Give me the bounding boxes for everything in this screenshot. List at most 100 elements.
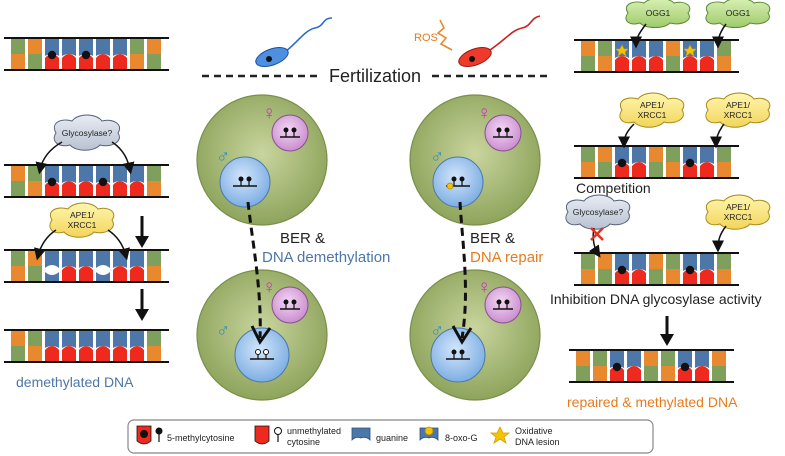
- caption-demethylated: demethylated DNA: [16, 374, 134, 390]
- base-bottom: [11, 266, 25, 281]
- base-cytosine: [130, 266, 144, 281]
- base-top: [147, 166, 161, 182]
- base-guanine: [113, 331, 127, 348]
- base-bottom: [28, 266, 42, 281]
- arrow-ogg1-a: [630, 23, 647, 49]
- base-top: [11, 39, 25, 55]
- base-cytosine: [649, 56, 663, 71]
- strand-right-2: [574, 145, 739, 179]
- base-top: [581, 41, 595, 57]
- base-guanine: [649, 41, 663, 58]
- ros-bolt: [436, 19, 453, 51]
- base-top: [593, 351, 607, 367]
- base-cytosine: [683, 269, 697, 284]
- arrow-ape1-right-c: [712, 225, 727, 253]
- base-cytosine: [62, 54, 76, 69]
- base-cytosine: [678, 366, 692, 381]
- base-guanine: [130, 251, 144, 268]
- base-guanine: [632, 41, 646, 58]
- arrow-left-head: [250, 325, 272, 345]
- base-guanine: [79, 331, 93, 348]
- base-bottom: [147, 266, 161, 281]
- base-guanine: [627, 351, 641, 368]
- base-bottom: [28, 181, 42, 196]
- base-cytosine: [113, 346, 127, 361]
- ape1-right-a-line1: APE1/: [640, 100, 665, 110]
- base-cytosine: [632, 269, 646, 284]
- ape1-right-b-line2: XRCC1: [724, 110, 753, 120]
- base-bottom: [649, 269, 663, 284]
- base-top: [644, 351, 658, 367]
- base-guanine: [113, 166, 127, 183]
- base-guanine: [632, 254, 646, 271]
- base-guanine: [678, 351, 692, 368]
- base-guanine: [62, 251, 76, 268]
- legend-guanine-icon: [351, 427, 371, 441]
- base-top: [28, 251, 42, 267]
- methyl-mark: [47, 177, 57, 187]
- base-bottom: [581, 56, 595, 71]
- ape1-right-bubble-b: APE1/ XRCC1: [705, 92, 771, 128]
- base-cytosine: [79, 266, 93, 281]
- base-cytosine: [695, 366, 709, 381]
- legend-oxog-label: 8-oxo-G: [445, 433, 478, 443]
- base-top: [11, 166, 25, 182]
- base-bottom: [147, 54, 161, 69]
- base-guanine: [610, 351, 624, 368]
- arrow-ogg1-b: [712, 23, 727, 49]
- base-cytosine: [700, 56, 714, 71]
- base-top: [717, 147, 731, 163]
- base-cytosine: [113, 54, 127, 69]
- ros-label: ROS: [414, 32, 438, 44]
- base-bottom: [598, 269, 612, 284]
- block-x-icon: [590, 227, 604, 241]
- base-guanine: [632, 147, 646, 164]
- base-cytosine: [683, 56, 697, 71]
- ros-group: ROS: [414, 19, 453, 51]
- ape1-right-bubble-c: APE1/ XRCC1: [705, 194, 771, 230]
- strand-right-1: [574, 39, 739, 73]
- base-bottom: [712, 366, 726, 381]
- legend-unmethyl-icon: [254, 425, 282, 445]
- caption-repaired: repaired & methylated DNA: [567, 394, 738, 410]
- arrow-ape1-right-a: [618, 123, 635, 149]
- strand-left-1: [4, 37, 169, 71]
- ape1-right-a-line2: XRCC1: [638, 110, 667, 120]
- methyl-mark: [612, 362, 622, 372]
- base-bottom: [581, 162, 595, 177]
- male-symbol-tr: ♂: [430, 147, 444, 168]
- base-bottom: [717, 56, 731, 71]
- legend-lesion-line1: Oxidative: [515, 426, 553, 436]
- ber-left-line2: DNA demethylation: [262, 249, 390, 266]
- base-guanine: [683, 147, 697, 164]
- ber-right-line1: BER &: [470, 230, 515, 247]
- ogg1-bubble-a: OGG1: [625, 0, 691, 28]
- base-bottom: [666, 162, 680, 177]
- female-symbol-tr: ♀: [477, 103, 491, 124]
- base-top: [717, 41, 731, 57]
- base-cytosine: [615, 162, 629, 177]
- base-cytosine: [627, 366, 641, 381]
- base-guanine: [615, 147, 629, 164]
- base-bottom: [576, 366, 590, 381]
- base-guanine: [130, 331, 144, 348]
- base-cytosine: [130, 181, 144, 196]
- base-bottom: [598, 56, 612, 71]
- oxo-star: [615, 44, 629, 57]
- base-cytosine: [96, 54, 110, 69]
- arrow-left-transition: [246, 201, 262, 339]
- base-guanine: [45, 251, 59, 268]
- legend-lesion-line2: DNA lesion: [515, 437, 560, 447]
- female-pronucleus-br: [484, 286, 522, 324]
- ber-right-line2: DNA repair: [470, 249, 543, 266]
- legend-oxog-icon: [419, 426, 439, 441]
- legend-methyl-label: 5-methylcytosine: [167, 433, 235, 443]
- base-top: [666, 41, 680, 57]
- female-symbol-tl: ♀: [262, 103, 276, 124]
- female-pronucleus-tl: [271, 114, 309, 152]
- base-top: [598, 254, 612, 270]
- base-guanine: [62, 39, 76, 56]
- base-cytosine: [700, 269, 714, 284]
- base-top: [28, 331, 42, 347]
- base-top: [147, 251, 161, 267]
